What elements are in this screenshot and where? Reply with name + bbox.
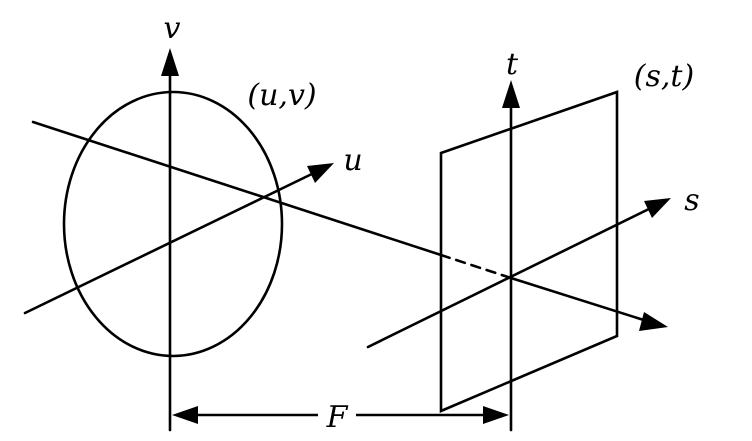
focal-distance-right-arrowhead <box>483 406 509 424</box>
s-axis-label: s <box>684 183 699 218</box>
u-axis-arrowhead <box>307 163 334 183</box>
focal-distance-label: F <box>326 400 349 435</box>
u-axis-line <box>23 169 320 315</box>
light-ray-front <box>31 120 443 257</box>
s-axis-line <box>366 204 657 349</box>
u-axis-label: u <box>343 143 362 178</box>
s-axis-arrowhead <box>644 198 671 218</box>
light-ray-hidden <box>439 253 513 280</box>
focal-distance-left-arrowhead <box>172 406 198 424</box>
v-axis-label: v <box>164 11 181 46</box>
image-plane <box>439 90 619 413</box>
light-ray-back <box>509 276 652 324</box>
t-axis-arrowhead <box>502 80 520 108</box>
lens-ellipse <box>62 90 284 358</box>
light-ray-arrowhead <box>639 312 668 331</box>
lens-point-label: (u,v) <box>247 78 316 113</box>
v-axis-arrowhead <box>161 48 179 76</box>
focal-label-mask <box>318 398 356 432</box>
t-axis-label: t <box>506 47 519 82</box>
plane-point-label: (s,t) <box>634 59 694 94</box>
